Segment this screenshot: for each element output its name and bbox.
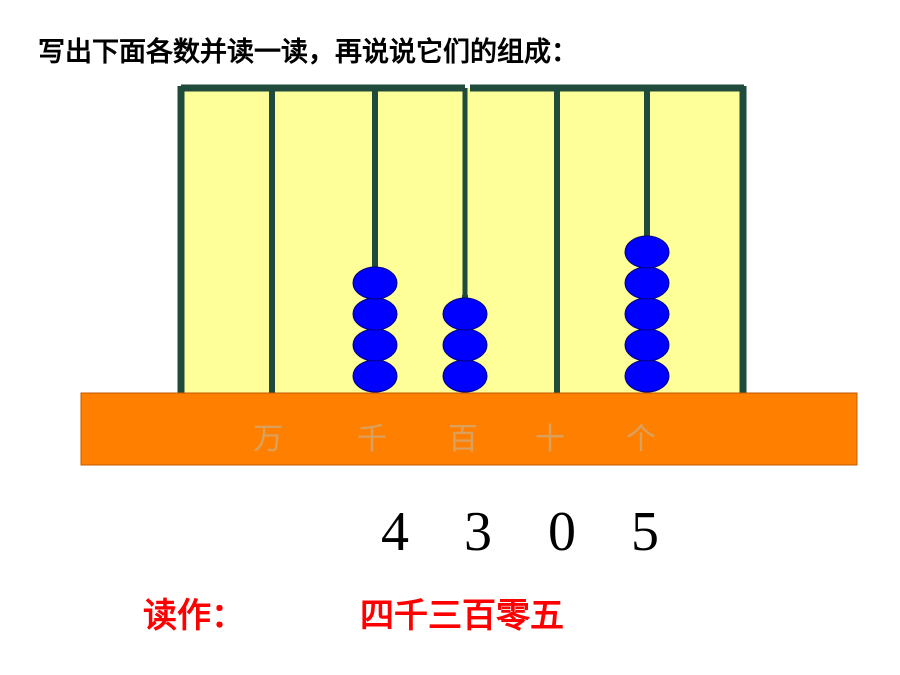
number-digit: 4: [381, 501, 409, 563]
place-label: 千: [357, 422, 387, 457]
read-as-label: 读作：: [143, 596, 245, 636]
abacus-bead: [442, 328, 488, 362]
abacus-bead: [624, 297, 670, 331]
read-as-value: 四千三百零五: [360, 596, 564, 636]
abacus-bead: [624, 359, 670, 393]
abacus-bead: [352, 359, 398, 393]
abacus-bead: [352, 266, 398, 300]
place-label: 十: [535, 422, 565, 457]
abacus-bead: [624, 328, 670, 362]
number-digit: 5: [631, 501, 659, 563]
instruction-text: 写出下面各数并读一读，再说说它们的组成：: [38, 37, 578, 68]
number-digit: 0: [548, 501, 576, 563]
abacus-bead: [352, 328, 398, 362]
abacus-bead: [624, 235, 670, 269]
place-label: 个: [626, 422, 656, 457]
place-label: 百: [448, 422, 478, 457]
abacus-base: [80, 392, 858, 466]
abacus-bead: [624, 266, 670, 300]
abacus-bead: [442, 359, 488, 393]
number-digit: 3: [464, 501, 492, 563]
abacus-bead: [352, 297, 398, 331]
abacus-beads: [352, 235, 670, 393]
place-label: 万: [253, 422, 283, 457]
abacus-bead: [442, 297, 488, 331]
